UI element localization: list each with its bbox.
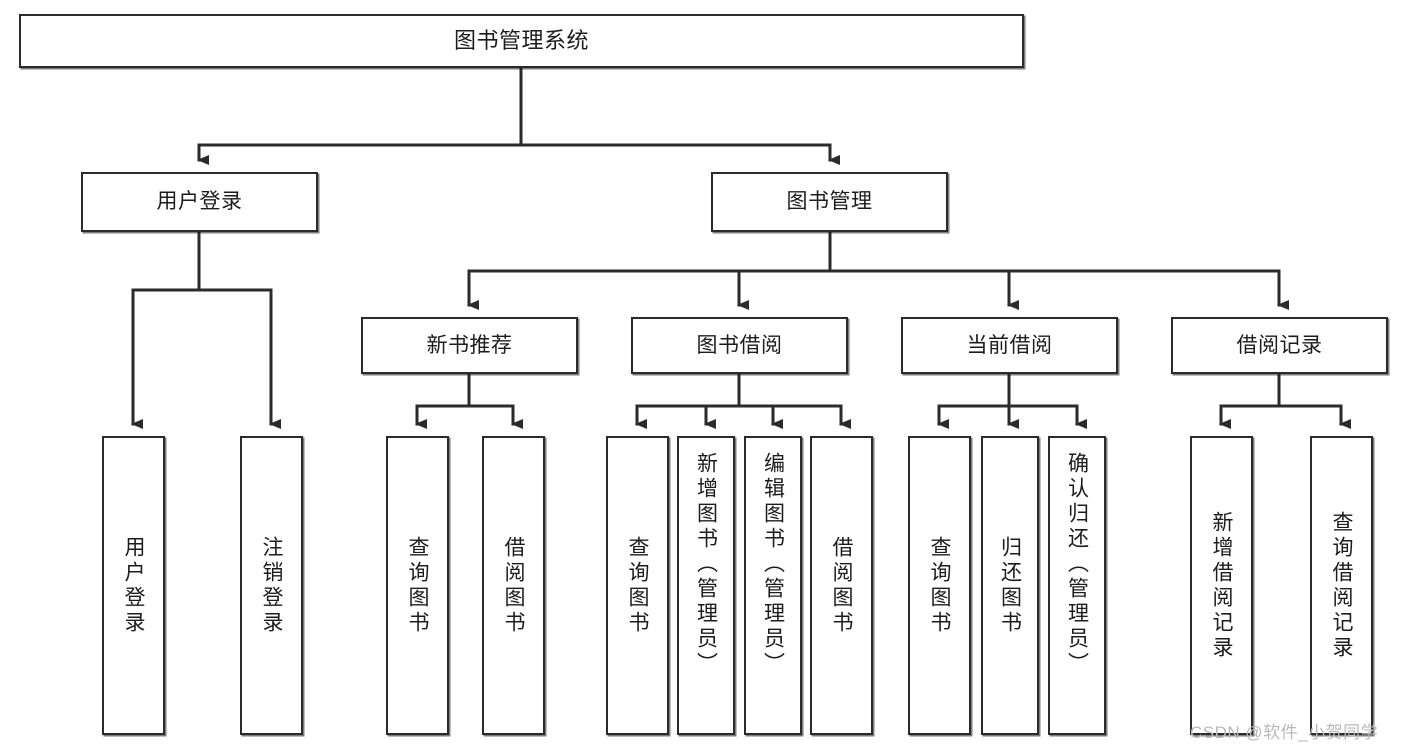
node-user-login[interactable]: 用户登录 [81,172,318,232]
node-root[interactable]: 图书管理系统 [19,14,1024,68]
node-borrow-record-label: 借阅记录 [1236,333,1323,357]
node-leaf-borrow-add[interactable]: 新增图书（管理员） [677,436,735,735]
node-leaf-borrow-lend[interactable]: 借阅图书 [810,436,873,735]
node-leaf-user-logout-label: 注销登录 [260,535,283,636]
node-leaf-record-add[interactable]: 新增借阅记录 [1190,436,1253,735]
node-leaf-borrow-lend-label: 借阅图书 [830,535,853,636]
node-leaf-cur-return[interactable]: 归还图书 [981,436,1039,735]
node-leaf-borrow-query-label: 查询图书 [626,535,649,636]
node-leaf-rec-query[interactable]: 查询图书 [386,436,449,735]
node-leaf-user-logout[interactable]: 注销登录 [240,436,303,735]
node-leaf-borrow-edit-label: 编辑图书（管理员） [761,452,785,677]
node-book-manage-label: 图书管理 [786,190,873,214]
node-leaf-cur-confirm-label: 确认归还（管理员） [1065,452,1089,677]
node-new-book-rec[interactable]: 新书推荐 [361,317,578,374]
node-leaf-record-query[interactable]: 查询借阅记录 [1310,436,1373,735]
node-current-borrow-label: 当前借阅 [966,333,1053,357]
node-borrow-record[interactable]: 借阅记录 [1171,317,1388,374]
node-leaf-user-login-label: 用户登录 [122,535,145,636]
node-root-label: 图书管理系统 [453,27,589,53]
node-leaf-rec-borrow-label: 借阅图书 [502,535,525,636]
node-book-borrow-label: 图书借阅 [696,333,783,357]
node-current-borrow[interactable]: 当前借阅 [901,317,1118,374]
node-leaf-cur-query-label: 查询图书 [928,535,951,636]
node-leaf-user-login[interactable]: 用户登录 [102,436,165,735]
node-leaf-cur-query[interactable]: 查询图书 [908,436,971,735]
node-leaf-rec-borrow[interactable]: 借阅图书 [482,436,545,735]
node-leaf-record-add-label: 新增借阅记录 [1210,510,1233,661]
node-leaf-record-query-label: 查询借阅记录 [1330,510,1353,661]
node-book-borrow[interactable]: 图书借阅 [631,317,848,374]
node-user-login-label: 用户登录 [156,190,243,214]
node-new-book-rec-label: 新书推荐 [426,333,513,357]
node-leaf-cur-return-label: 归还图书 [998,535,1022,636]
node-leaf-borrow-add-label: 新增图书（管理员） [694,452,718,677]
node-leaf-borrow-query[interactable]: 查询图书 [606,436,669,735]
node-leaf-borrow-edit[interactable]: 编辑图书（管理员） [744,436,802,735]
node-book-manage[interactable]: 图书管理 [711,172,948,232]
node-leaf-rec-query-label: 查询图书 [406,535,429,636]
node-leaf-cur-confirm[interactable]: 确认归还（管理员） [1048,436,1106,735]
